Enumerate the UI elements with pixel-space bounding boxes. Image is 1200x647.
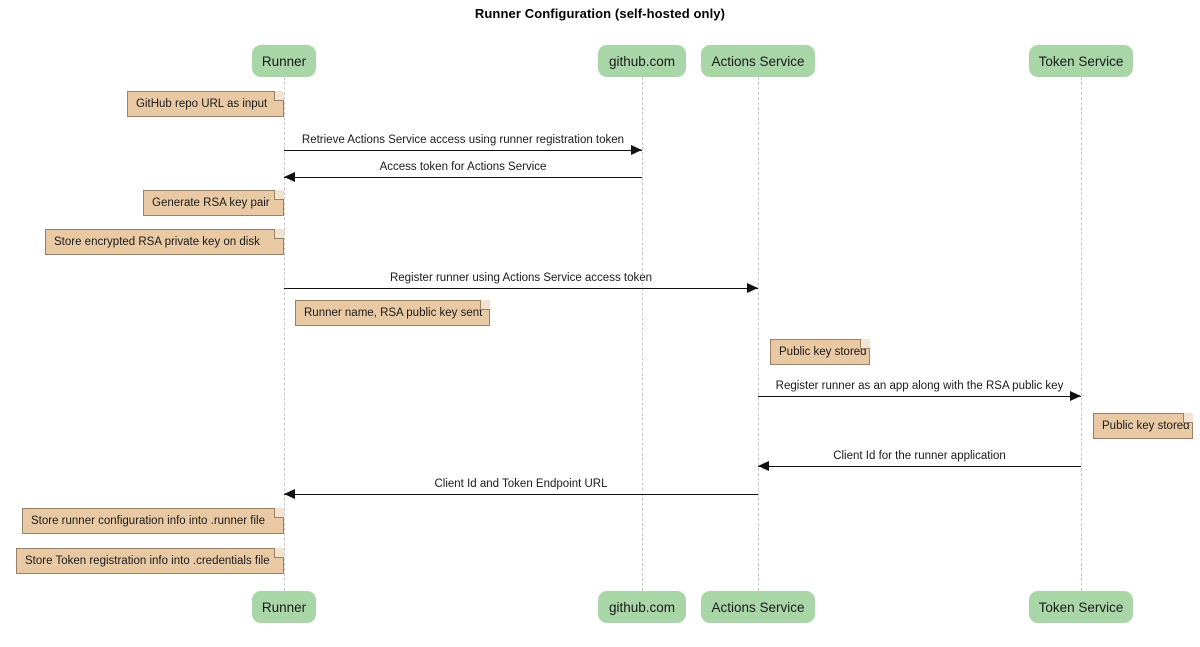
lifeline-runner [284, 77, 285, 591]
participant-label: Actions Service [711, 599, 805, 615]
lifeline-github [642, 77, 643, 591]
participant-label: Token Service [1038, 599, 1124, 615]
note-pubkey-token: Public key stored [1093, 413, 1193, 439]
note-text: Store Token registration info into .cred… [25, 555, 270, 567]
note-text: Store runner configuration info into .ru… [31, 515, 265, 527]
msg-retrieve-access-arrowhead [631, 145, 642, 155]
msg-client-id-url-arrowhead [284, 489, 295, 499]
msg-register-app-arrowhead [1070, 391, 1081, 401]
msg-client-id-line [758, 466, 1081, 467]
msg-register-runner-label: Register runner using Actions Service ac… [389, 272, 653, 284]
note-text: GitHub repo URL as input [136, 98, 268, 110]
note-store-rsa: Store encrypted RSA private key on disk [45, 229, 284, 255]
note-store-config: Store runner configuration info into .ru… [22, 508, 284, 534]
participant-runner-bottom[interactable]: Runner [252, 591, 316, 623]
note-runner-name: Runner name, RSA public key sent [295, 300, 490, 326]
participant-label: Token Service [1038, 53, 1124, 69]
lifeline-token [1081, 77, 1082, 591]
note-text: Public key stored [779, 346, 867, 358]
note-fold-corner-icon [274, 548, 284, 558]
msg-client-id-url-line [284, 494, 758, 495]
note-text: Public key stored [1102, 420, 1190, 432]
note-fold-corner-icon [860, 339, 870, 349]
msg-register-runner-arrowhead [747, 283, 758, 293]
note-fold-corner-icon [1183, 413, 1193, 423]
note-store-token: Store Token registration info into .cred… [16, 548, 284, 574]
note-pubkey-actions: Public key stored [770, 339, 870, 365]
note-repo-url: GitHub repo URL as input [127, 91, 284, 117]
participant-label: Actions Service [711, 53, 805, 69]
note-text: Runner name, RSA public key sent [304, 307, 483, 319]
msg-client-id-url-label: Client Id and Token Endpoint URL [434, 478, 608, 490]
msg-access-token-label: Access token for Actions Service [379, 161, 547, 173]
participant-token-top[interactable]: Token Service [1029, 45, 1133, 77]
note-generate-rsa: Generate RSA key pair [143, 190, 284, 216]
participant-github-top[interactable]: github.com [598, 45, 686, 77]
note-fold-corner-icon [274, 508, 284, 518]
note-fold-corner-icon [274, 91, 284, 101]
msg-register-app-label: Register runner as an app along with the… [775, 380, 1064, 392]
participant-github-bottom[interactable]: github.com [598, 591, 686, 623]
participant-actions-top[interactable]: Actions Service [701, 45, 815, 77]
participant-label: github.com [608, 599, 676, 615]
participant-runner-top[interactable]: Runner [252, 45, 316, 77]
page-title: Runner Configuration (self-hosted only) [474, 6, 726, 21]
msg-retrieve-access-line [284, 150, 642, 151]
participant-label: Runner [261, 53, 307, 69]
msg-access-token-line [284, 177, 642, 178]
msg-register-app-line [758, 396, 1081, 397]
note-text: Generate RSA key pair [152, 197, 270, 209]
participant-actions-bottom[interactable]: Actions Service [701, 591, 815, 623]
msg-register-runner-line [284, 288, 758, 289]
msg-access-token-arrowhead [284, 172, 295, 182]
note-fold-corner-icon [274, 229, 284, 239]
participant-label: github.com [608, 53, 676, 69]
note-text: Store encrypted RSA private key on disk [54, 236, 260, 248]
note-fold-corner-icon [480, 300, 490, 310]
msg-retrieve-access-label: Retrieve Actions Service access using ru… [301, 134, 625, 146]
note-fold-corner-icon [274, 190, 284, 200]
msg-client-id-label: Client Id for the runner application [833, 450, 1006, 462]
participant-token-bottom[interactable]: Token Service [1029, 591, 1133, 623]
lifeline-actions [758, 77, 759, 591]
msg-client-id-arrowhead [758, 461, 769, 471]
participant-label: Runner [261, 599, 307, 615]
